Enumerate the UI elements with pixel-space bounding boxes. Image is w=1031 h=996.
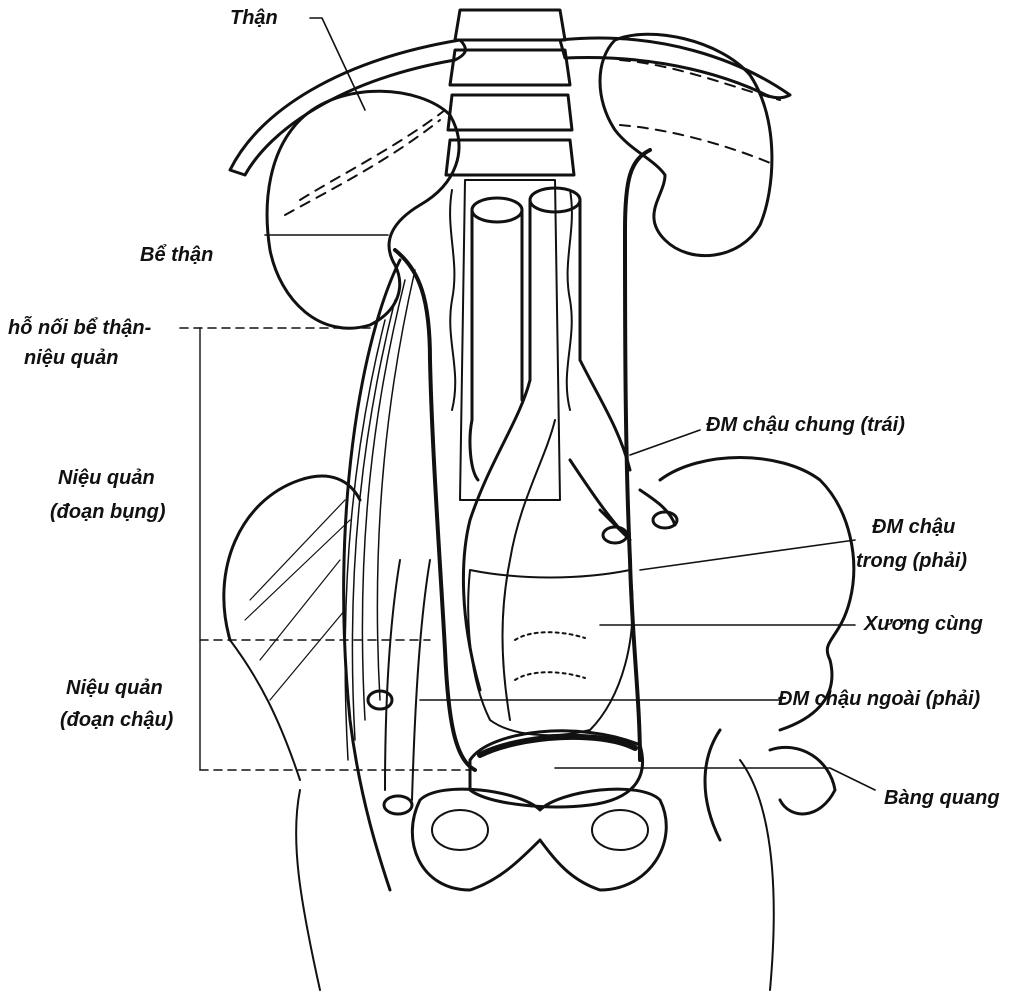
- label-nieu-quan-chau-line2: (đoạn chậu): [60, 708, 173, 732]
- label-dm-chau-trong-line2: trong (phải): [856, 549, 967, 573]
- sacrum: [468, 570, 632, 735]
- right-rib: [560, 38, 790, 98]
- left-iliac-bone: [224, 476, 360, 780]
- label-dm-chau-trong-line1: ĐM chậu: [872, 515, 955, 539]
- label-bang-quang: Bàng quang: [884, 786, 1000, 810]
- great-vessels: [463, 188, 630, 720]
- label-be-than: Bể thận: [140, 243, 213, 267]
- label-nieu-quan-bung-line1: Niệu quản: [58, 466, 155, 490]
- left-femur: [296, 790, 320, 990]
- right-femur: [740, 760, 774, 990]
- label-dm-chau-chung: ĐM chậu chung (trái): [706, 413, 905, 437]
- label-xuong-cung: Xương cùng: [864, 612, 983, 636]
- label-than: Thận: [230, 6, 278, 30]
- left-rib: [230, 40, 465, 175]
- label-nieu-quan-chau-line1: Niệu quản: [66, 676, 163, 700]
- right-iliac-bone: [660, 458, 854, 841]
- label-cho-noi-line2: niệu quản: [24, 346, 118, 370]
- label-cho-noi-line1: hỗ nối bể thận-: [8, 316, 151, 340]
- label-nieu-quan-bung-line2: (đoạn bụng): [50, 500, 166, 524]
- right-ureter: [625, 150, 650, 760]
- label-dm-chau-ngoai: ĐM chậu ngoài (phải): [778, 687, 980, 711]
- pubic-arch: [412, 789, 666, 890]
